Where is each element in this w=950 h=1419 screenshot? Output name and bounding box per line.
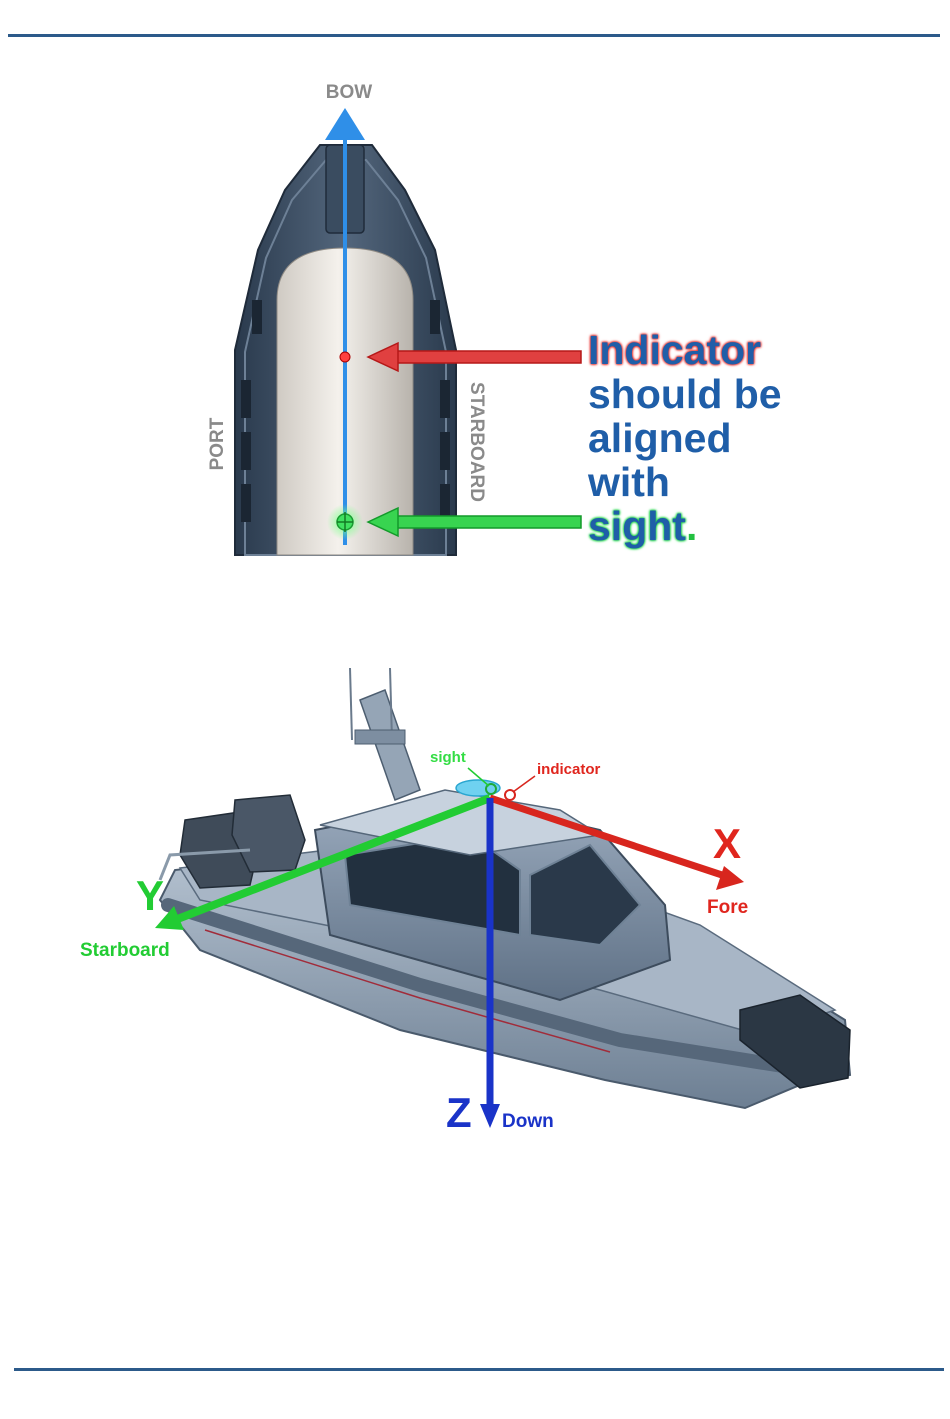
indicator-callout-label: indicator [537, 761, 601, 778]
sight-callout-label: sight [430, 749, 466, 766]
y-axis-name: Starboard [80, 940, 170, 961]
x-axis-name: Fore [707, 897, 748, 918]
x-axis-letter: X [713, 820, 741, 867]
y-axis-letter: Y [136, 872, 164, 919]
z-axis-name: Down [502, 1111, 554, 1132]
z-axis-letter: Z [446, 1089, 472, 1136]
